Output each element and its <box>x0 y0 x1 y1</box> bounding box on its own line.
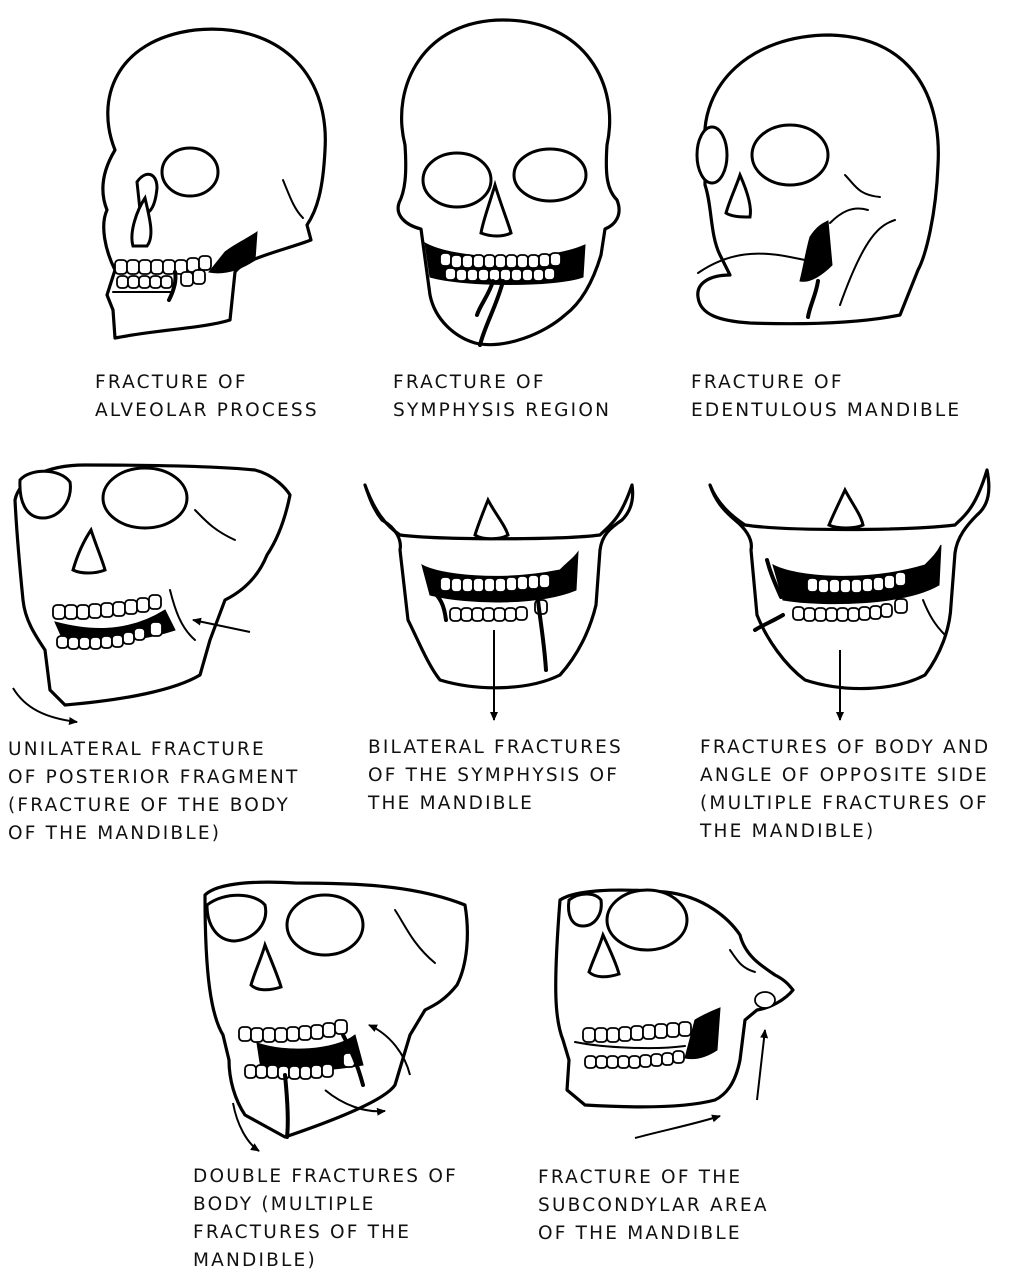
caption-line: FRACTURES OF BODY AND <box>700 734 990 762</box>
caption-line: ALVEOLAR PROCESS <box>95 397 319 425</box>
skull-unilateral-drawing <box>5 460 305 730</box>
skull-alveolar-process-fracture <box>85 20 345 350</box>
caption-line: BILATERAL FRACTURES <box>368 734 623 762</box>
caption-edentulous-mandible: FRACTURE OF EDENTULOUS MANDIBLE <box>691 369 961 425</box>
caption-line: THE MANDIBLE) <box>700 818 990 846</box>
caption-line: SUBCONDYLAR AREA <box>538 1192 769 1220</box>
caption-line: FRACTURE OF <box>691 369 961 397</box>
caption-line: FRACTURES OF THE <box>193 1219 458 1247</box>
caption-line: OF THE MANDIBLE <box>538 1220 769 1248</box>
skull-subcondylar-fracture <box>545 880 805 1150</box>
caption-subcondylar-area: FRACTURE OF THE SUBCONDYLAR AREA OF THE … <box>538 1164 769 1248</box>
skull-body-angle-drawing <box>705 465 995 725</box>
caption-line: UNILATERAL FRACTURE <box>8 736 300 764</box>
caption-line: OF THE SYMPHYSIS OF <box>368 762 623 790</box>
skull-edentulous-drawing <box>690 25 950 345</box>
skull-subcondylar-drawing <box>545 880 805 1150</box>
skull-double-drawing <box>195 875 485 1155</box>
caption-double-body: DOUBLE FRACTURES OF BODY (MULTIPLE FRACT… <box>193 1163 458 1275</box>
caption-bilateral-symphysis: BILATERAL FRACTURES OF THE SYMPHYSIS OF … <box>368 734 623 818</box>
skull-bilateral-symphysis-fracture <box>360 480 640 730</box>
skull-unilateral-fracture <box>5 460 305 730</box>
caption-line: ANGLE OF OPPOSITE SIDE <box>700 762 990 790</box>
caption-line: OF POSTERIOR FRAGMENT <box>8 764 300 792</box>
caption-line: DOUBLE FRACTURES OF <box>193 1163 458 1191</box>
caption-line: FRACTURE OF THE <box>538 1164 769 1192</box>
skull-body-and-angle-fracture <box>705 465 995 725</box>
caption-unilateral-fracture: UNILATERAL FRACTURE OF POSTERIOR FRAGMEN… <box>8 736 300 848</box>
caption-line: EDENTULOUS MANDIBLE <box>691 397 961 425</box>
skull-symphysis-fracture <box>385 15 625 355</box>
caption-body-and-angle: FRACTURES OF BODY AND ANGLE OF OPPOSITE … <box>700 734 990 846</box>
skull-bilateral-drawing <box>360 480 640 730</box>
skull-double-body-fracture <box>195 875 485 1155</box>
caption-line: (FRACTURE OF THE BODY <box>8 792 300 820</box>
caption-line: THE MANDIBLE <box>368 790 623 818</box>
caption-alveolar-process: FRACTURE OF ALVEOLAR PROCESS <box>95 369 319 425</box>
caption-symphysis-region: FRACTURE OF SYMPHYSIS REGION <box>393 369 611 425</box>
caption-line: MANDIBLE) <box>193 1247 458 1275</box>
caption-line: SYMPHYSIS REGION <box>393 397 611 425</box>
caption-line: FRACTURE OF <box>95 369 319 397</box>
caption-line: (MULTIPLE FRACTURES OF <box>700 790 990 818</box>
skull-symphysis-drawing <box>385 15 625 355</box>
caption-line: FRACTURE OF <box>393 369 611 397</box>
skull-edentulous-fracture <box>690 25 950 345</box>
caption-line: BODY (MULTIPLE <box>193 1191 458 1219</box>
skull-alveolar-drawing <box>85 20 345 350</box>
caption-line: OF THE MANDIBLE) <box>8 820 300 848</box>
